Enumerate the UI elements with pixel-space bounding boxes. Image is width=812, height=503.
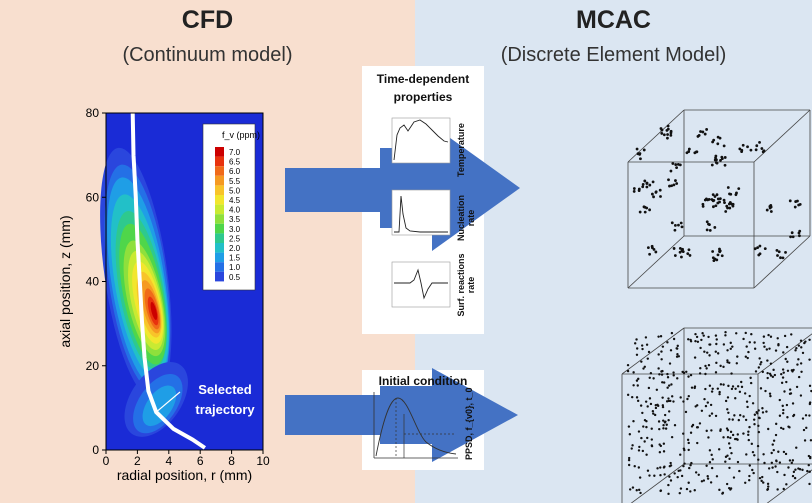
x-tick-label: 10 xyxy=(256,454,270,468)
bottom-arrow xyxy=(285,368,518,462)
x-tick-label: 2 xyxy=(134,454,141,468)
colorbar-swatch xyxy=(215,262,224,272)
colorbar-swatch xyxy=(215,223,224,234)
y-tick-label: 60 xyxy=(86,190,100,204)
colorbar-swatch xyxy=(215,243,224,253)
colorbar-level-label: 6.5 xyxy=(229,158,241,167)
initial-condition-title: Initial condition xyxy=(378,374,468,388)
colorbar-level-label: 5.0 xyxy=(229,186,241,195)
colorbar-level-label: 7.0 xyxy=(229,148,241,157)
mcac-subtitle: (Discrete Element Model) xyxy=(500,44,727,66)
ppsd-label: PPSD, f_{v0}, t_0 xyxy=(464,387,474,460)
y-tick-label: 0 xyxy=(92,443,99,457)
surface-reactions-mini-plot xyxy=(391,261,451,308)
colorbar-swatch xyxy=(215,204,224,215)
y-tick-label: 20 xyxy=(86,359,100,373)
nucleation-label: Nucleation rate xyxy=(456,195,476,242)
top-arrow xyxy=(285,125,520,251)
colorbar-swatch xyxy=(215,156,224,167)
cube-top xyxy=(627,109,811,289)
colorbar-swatch xyxy=(215,175,224,186)
colorbar-swatch xyxy=(215,252,224,263)
x-tick-label: 0 xyxy=(103,454,110,468)
annotation-line1: Selected xyxy=(198,382,252,397)
colorbar-swatch xyxy=(215,195,224,205)
cfd-subtitle: (Continuum model) xyxy=(122,44,293,66)
mcac-title: MCAC xyxy=(576,6,651,34)
y-tick-label: 40 xyxy=(86,275,100,289)
colorbar-level-label: 5.5 xyxy=(229,177,241,186)
colorbar-level-label: 3.0 xyxy=(229,225,241,234)
surf-reactions-label: Surf. reactions rate xyxy=(456,253,476,317)
plot-axes: 0 2 4 6 8 10 0 20 40 60 80 radial position, r (mm) a… xyxy=(57,106,270,483)
contour-level xyxy=(150,301,158,321)
x-tick-label: 4 xyxy=(165,454,172,468)
colorbar-swatch xyxy=(215,233,224,243)
colorbar-title: f_v (ppm) xyxy=(222,130,260,140)
selected-trajectory-annotation: Selected trajectory xyxy=(170,380,280,420)
heatmap-plot: f_v (ppm) 7.06.56.05.55.04.54.03.53.02.52… xyxy=(100,112,263,450)
annotation-line2: trajectory xyxy=(195,402,255,417)
x-tick-label: 8 xyxy=(228,454,235,468)
contour-level-tail xyxy=(142,385,177,427)
colorbar-level-label: 3.5 xyxy=(229,215,241,224)
temperature-label: Temperature xyxy=(456,123,466,177)
colorbar-swatch xyxy=(215,271,224,282)
x-axis-label: radial position, r (mm) xyxy=(117,467,252,483)
colorbar-swatch xyxy=(215,185,224,195)
colorbar: f_v (ppm) 7.06.56.05.55.04.54.03.53.02.52… xyxy=(202,123,260,291)
ppsd-mini-plot xyxy=(373,392,458,459)
colorbar-level-label: 1.0 xyxy=(229,263,241,272)
colorbar-level-label: 2.5 xyxy=(229,234,241,243)
temperature-mini-plot xyxy=(391,117,451,164)
y-tick-label: 80 xyxy=(86,106,100,120)
y-axis-label: axial position, z (mm) xyxy=(57,215,73,347)
annotation-pointer xyxy=(155,391,181,413)
colorbar-level-label: 6.0 xyxy=(229,167,241,176)
colorbar-level-label: 4.0 xyxy=(229,206,241,215)
colorbar-level-label: 1.5 xyxy=(229,254,241,263)
colorbar-level-label: 2.0 xyxy=(229,244,241,253)
colorbar-swatch xyxy=(215,166,224,176)
colorbar-swatch xyxy=(215,147,224,157)
nucleation-mini-plot xyxy=(391,189,451,236)
colorbar-swatch xyxy=(215,214,224,224)
x-tick-label: 6 xyxy=(197,454,204,468)
cube-bottom xyxy=(621,327,812,503)
time-dependent-title: Time-dependent properties xyxy=(376,72,470,104)
colorbar-level-label: 0.5 xyxy=(229,273,241,282)
selected-trajectory xyxy=(130,112,207,450)
colorbar-level-label: 4.5 xyxy=(229,196,241,205)
cfd-title: CFD xyxy=(181,6,234,34)
